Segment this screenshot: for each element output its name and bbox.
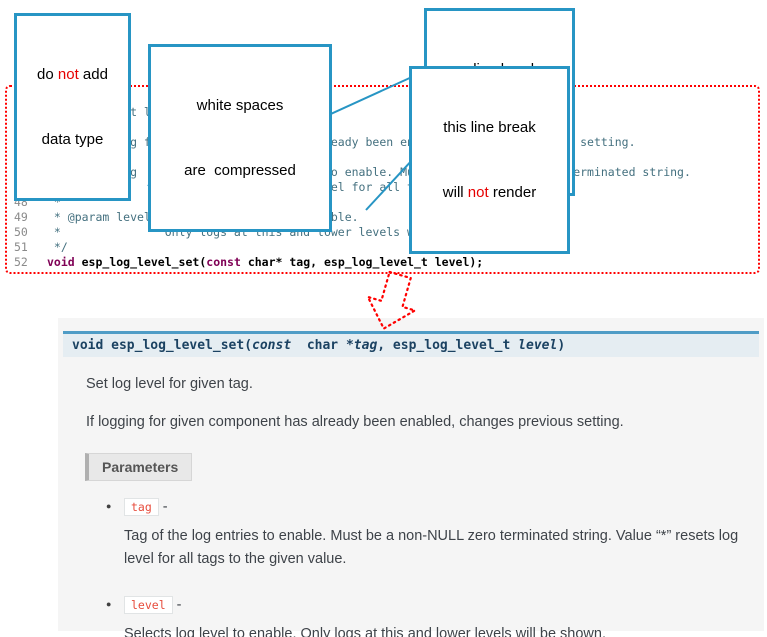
rendered-docs-panel: void esp_log_level_set(const char *tag, … xyxy=(58,318,764,637)
callout-whitespace-compressed: white spaces are compressed xyxy=(148,44,332,232)
code-text: void esp_log_level_set(const char* tag, … xyxy=(47,255,483,270)
param-description: Tag of the log entries to enable. Must b… xyxy=(124,528,739,567)
parameter-item-tag: tag - Tag of the log entries to enable. … xyxy=(106,498,764,570)
line-number: 51 xyxy=(14,240,28,254)
callout-line: do not add xyxy=(37,65,108,83)
callout-line: will not render xyxy=(442,183,537,201)
line-gutter: 51 xyxy=(7,240,47,255)
param-description: Selects log level to enable. Only logs a… xyxy=(124,625,606,637)
line-gutter: 52 xyxy=(7,255,47,270)
sig-type-text: char * xyxy=(291,338,354,353)
line-gutter: 49 xyxy=(7,210,47,225)
sig-paren-open: ( xyxy=(244,338,253,353)
editor-line: 49 * @param level Selects log level to e… xyxy=(7,210,758,225)
sig-arg-tag: tag xyxy=(353,338,378,353)
code-text: * xyxy=(47,195,61,209)
callout-break-not-render: this line break will not render xyxy=(409,66,570,254)
callout-line: white spaces xyxy=(196,96,284,114)
line-number: 52 xyxy=(14,255,28,269)
callout-line: data type xyxy=(41,130,104,148)
callout-no-datatype: do not add data type xyxy=(14,13,131,201)
keyword-const: const xyxy=(206,255,241,269)
parameters-list: tag - Tag of the log entries to enable. … xyxy=(106,498,764,637)
parameters-heading: Parameters xyxy=(85,453,193,482)
line-number: 49 xyxy=(14,210,28,224)
description-paragraph: If logging for given component has alrea… xyxy=(86,414,624,431)
sig-type-text: , esp_log_level_t xyxy=(377,338,519,353)
parameter-item-level: level - Selects log level to enable. Onl… xyxy=(106,595,764,637)
emphasis-not: not xyxy=(57,65,79,83)
sig-function-name: esp_log_level_set xyxy=(103,338,245,353)
callout-line: are compressed xyxy=(184,161,296,179)
function-signature: void esp_log_level_set(const char *tag, … xyxy=(63,331,759,357)
code-text: */ xyxy=(47,240,68,254)
function-args: char* tag, esp_log_level_t level); xyxy=(240,255,484,269)
line-gutter: 50 xyxy=(7,225,47,240)
editor-line-function-declaration: 52 void esp_log_level_set(const char* ta… xyxy=(7,255,758,270)
param-dash: - xyxy=(172,596,182,613)
sig-const-keyword: const xyxy=(252,338,292,353)
emphasis-not: not xyxy=(467,183,489,201)
param-dash: - xyxy=(158,499,168,516)
sig-arg-level: level xyxy=(518,338,558,353)
line-number: 50 xyxy=(14,225,28,239)
function-name: esp_log_level_set( xyxy=(74,255,207,269)
keyword-void: void xyxy=(47,255,75,269)
callout-line: this line break xyxy=(443,118,536,136)
param-name-literal: level xyxy=(124,595,173,614)
brief-paragraph: Set log level for given tag. xyxy=(86,376,253,392)
code-text: * @param tag Tag of the log entries to e… xyxy=(47,165,691,179)
sig-paren-close: ) xyxy=(557,338,566,353)
editor-line: 50 * Only logs at this and lower levels … xyxy=(7,225,758,240)
param-name-literal: tag xyxy=(124,498,159,517)
sig-return-type: void xyxy=(72,338,104,353)
editor-line: 51 */ xyxy=(7,240,758,255)
